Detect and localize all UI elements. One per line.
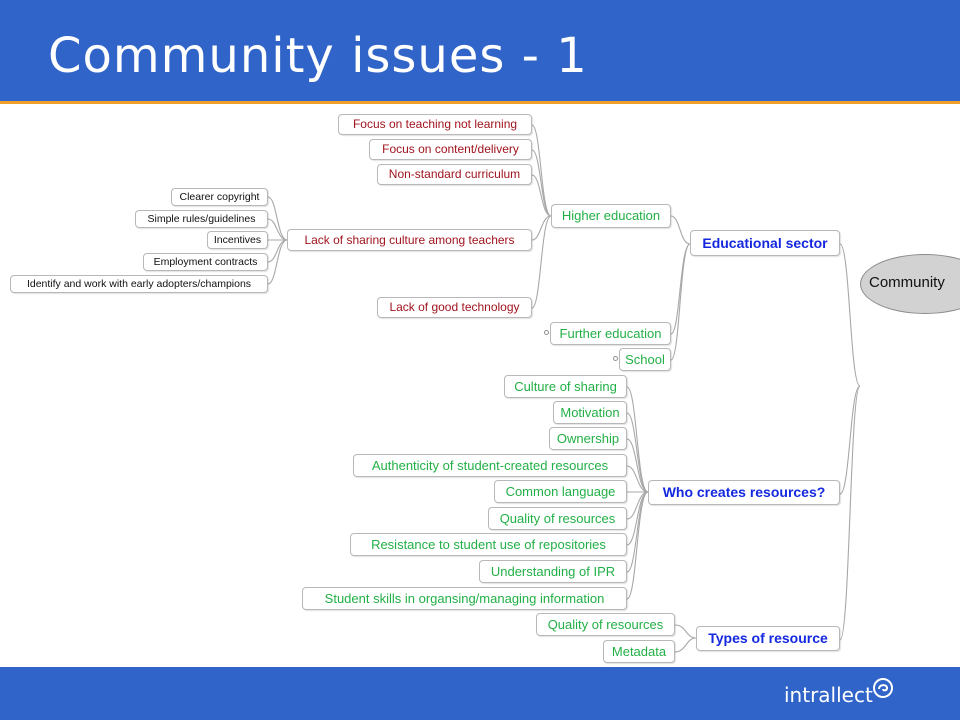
node-resistance-to-student-use[interactable]: Resistance to student use of repositorie… — [350, 533, 627, 556]
node-further-education[interactable]: Further education — [550, 322, 671, 345]
node-non-standard-curriculum[interactable]: Non-standard curriculum — [377, 164, 532, 185]
footer-bar — [0, 667, 960, 720]
node-educational-sector[interactable]: Educational sector — [690, 230, 840, 256]
mind-map-connectors — [267, 124, 861, 653]
company-logo-text: intrallect — [784, 683, 873, 707]
node-higher-education[interactable]: Higher education — [551, 204, 671, 228]
node-clearer-copyright[interactable]: Clearer copyright — [171, 188, 268, 206]
node-focus-on-content[interactable]: Focus on content/delivery — [369, 139, 532, 160]
expand-toggle-further-education[interactable] — [544, 330, 549, 335]
node-authenticity[interactable]: Authenticity of student-created resource… — [353, 454, 627, 477]
node-lack-of-sharing-culture[interactable]: Lack of sharing culture among teachers — [287, 229, 532, 251]
slide-title: Community issues - 1 — [48, 28, 588, 84]
node-employment-contracts[interactable]: Employment contracts — [143, 253, 268, 271]
node-understanding-of-ipr[interactable]: Understanding of IPR — [479, 560, 627, 583]
node-school[interactable]: School — [619, 348, 671, 371]
node-types-of-resource[interactable]: Types of resource — [696, 626, 840, 651]
mind-map — [0, 104, 960, 667]
node-simple-rules[interactable]: Simple rules/guidelines — [135, 210, 268, 228]
root-node-community[interactable] — [860, 254, 960, 314]
node-student-skills[interactable]: Student skills in organsing/managing inf… — [302, 587, 627, 610]
title-bar — [0, 0, 960, 101]
node-lack-of-good-technology[interactable]: Lack of good technology — [377, 297, 532, 318]
node-incentives[interactable]: Incentives — [207, 231, 268, 249]
node-ownership[interactable]: Ownership — [549, 427, 627, 450]
expand-toggle-school[interactable] — [613, 356, 618, 361]
node-who-creates-resources[interactable]: Who creates resources? — [648, 480, 840, 505]
node-focus-on-teaching[interactable]: Focus on teaching not learning — [338, 114, 532, 135]
node-early-adopters[interactable]: Identify and work with early adopters/ch… — [10, 275, 268, 293]
title-bar-accent-rule — [0, 101, 960, 104]
node-motivation[interactable]: Motivation — [553, 401, 627, 424]
node-culture-of-sharing[interactable]: Culture of sharing — [504, 375, 627, 398]
root-node-label: Community — [869, 274, 945, 291]
node-metadata[interactable]: Metadata — [603, 640, 675, 663]
node-quality-of-resources[interactable]: Quality of resources — [488, 507, 627, 530]
logo-swirl-icon — [873, 678, 893, 698]
node-types-quality-of-resources[interactable]: Quality of resources — [536, 613, 675, 636]
node-common-language[interactable]: Common language — [494, 480, 627, 503]
